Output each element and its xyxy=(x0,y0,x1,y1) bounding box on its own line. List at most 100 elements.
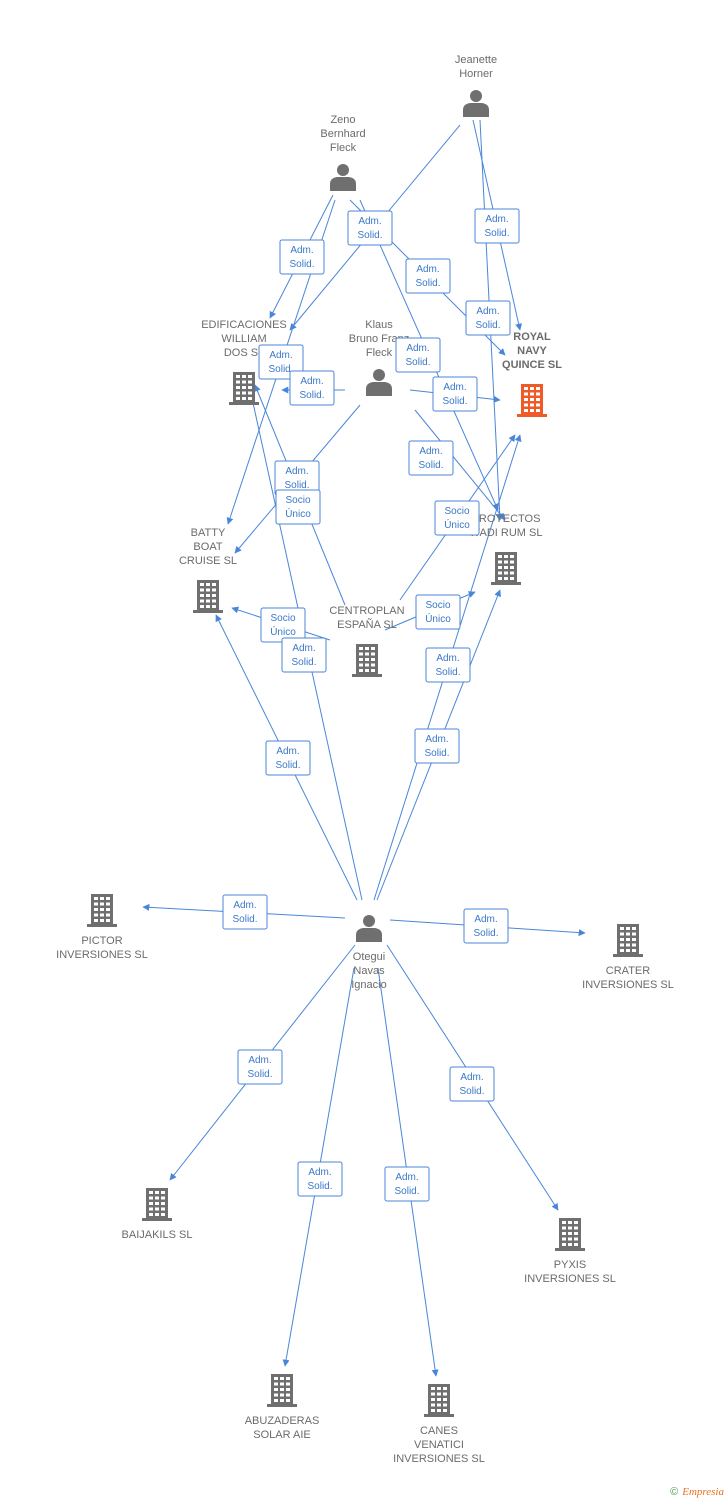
relation-label-box xyxy=(408,440,454,476)
relation-label-text: Solid. xyxy=(247,1069,272,1080)
node-label-line: EDIFICACIONES xyxy=(201,319,287,331)
relation-label[interactable]: Adm.Solid. xyxy=(449,1066,495,1102)
node-baijakils[interactable]: BAIJAKILS SL xyxy=(122,1188,193,1241)
building-icon xyxy=(555,1218,585,1251)
node-label-line: WILLIAM xyxy=(221,333,266,345)
relation-label-text: Adm. xyxy=(485,214,508,225)
node-label-line: Otegui xyxy=(353,951,385,963)
relation-label-text: Adm. xyxy=(416,264,439,275)
relation-label[interactable]: Adm.Solid. xyxy=(432,376,478,412)
relation-label-text: Único xyxy=(285,507,311,520)
building-icon xyxy=(352,644,382,677)
relation-label-box xyxy=(289,370,335,406)
person-icon xyxy=(463,90,489,117)
node-label-line: VENATICI xyxy=(414,1439,464,1451)
relation-label-box xyxy=(237,1049,283,1085)
relation-label-text: Solid. xyxy=(418,460,443,471)
relation-label-text: Solid. xyxy=(307,1181,332,1192)
node-pyxis[interactable]: PYXIS INVERSIONES SL xyxy=(524,1218,616,1285)
relation-label-text: Adm. xyxy=(292,643,315,654)
relation-label[interactable]: Adm.Solid. xyxy=(465,300,511,336)
relation-label-box xyxy=(405,258,451,294)
relation-label[interactable]: Adm.Solid. xyxy=(289,370,335,406)
relation-label-text: Adm. xyxy=(443,382,466,393)
node-label-line: Navas xyxy=(353,965,385,977)
relation-label[interactable]: Adm. Solid. xyxy=(395,337,441,373)
relation-label-text: Solid. xyxy=(299,390,324,401)
relation-label-text: Solid. xyxy=(268,364,293,375)
relation-label-box xyxy=(265,740,311,776)
node-label-line: Fleck xyxy=(366,347,393,359)
brand-logo-text: Empresia xyxy=(682,1486,724,1498)
node-label-line: PROYECTOS xyxy=(472,513,541,525)
relation-label-box xyxy=(347,210,393,246)
relation-label-text: Solid. xyxy=(415,278,440,289)
relation-label[interactable]: Adm.Solid. xyxy=(274,460,320,496)
relation-label-box xyxy=(474,208,520,244)
node-label-line: ROYAL xyxy=(513,331,551,343)
relation-label[interactable]: Adm.Solid. xyxy=(384,1166,430,1202)
person-icon xyxy=(366,369,392,396)
relation-label-text: Adm. xyxy=(358,216,381,227)
relation-label-text: Adm. xyxy=(233,900,256,911)
relation-label-text: Adm. xyxy=(419,446,442,457)
relation-label[interactable]: Adm.Solid. xyxy=(347,210,393,246)
relation-label[interactable]: Adm.Solid. xyxy=(463,908,509,944)
relation-label-box xyxy=(415,594,461,630)
node-label-line: Ignacio xyxy=(351,979,386,991)
building-icon xyxy=(229,372,259,405)
node-label-line: CRATER xyxy=(606,965,650,977)
relation-label-box xyxy=(395,337,441,373)
relation-label[interactable]: Adm.Solid. xyxy=(237,1049,283,1085)
relation-label-text: Adm. xyxy=(436,653,459,664)
relation-label[interactable]: Adm.Solid. xyxy=(265,740,311,776)
relation-label-text: Solid. xyxy=(289,259,314,270)
node-label-line: INVERSIONES SL xyxy=(524,1273,616,1285)
relation-label-text: Adm. xyxy=(395,1172,418,1183)
relation-label-text: Único xyxy=(270,625,296,638)
relation-label[interactable]: Adm. Solid. xyxy=(297,1161,343,1197)
relation-label-box xyxy=(434,500,480,536)
relation-label-text: Socio xyxy=(425,600,450,611)
node-label-line: PYXIS xyxy=(554,1259,586,1271)
relation-label[interactable]: Adm.Solid. xyxy=(281,637,327,673)
relation-label-text: Solid. xyxy=(405,357,430,368)
relation-label-text: Adm. xyxy=(425,734,448,745)
nodes-layer: JeanetteHornerZenoBernhardFleckKlausBrun… xyxy=(56,54,674,1465)
relation-label-text: Solid. xyxy=(435,667,460,678)
relation-label[interactable]: Adm.Solid. xyxy=(279,239,325,275)
footer-brand[interactable]: ©Empresia xyxy=(670,1486,724,1498)
relation-label[interactable]: Adm.Solid. xyxy=(474,208,520,244)
relation-label-box xyxy=(449,1066,495,1102)
relation-label[interactable]: Adm. Solid. xyxy=(414,728,460,764)
relation-label-text: Adm. xyxy=(406,343,429,354)
relation-label[interactable]: Adm. Solid. xyxy=(425,647,471,683)
node-label-line: ABUZADERAS xyxy=(245,1415,320,1427)
building-icon xyxy=(491,552,521,585)
relation-label[interactable]: Adm. Solid. xyxy=(405,258,451,294)
node-label-line: ESPAÑA SL xyxy=(337,618,397,631)
node-label-line: INVERSIONES SL xyxy=(56,949,148,961)
relation-label-text: Adm. xyxy=(308,1167,331,1178)
relation-label[interactable]: Adm. Solid. xyxy=(408,440,454,476)
relation-label-text: Solid. xyxy=(424,748,449,759)
relation-label[interactable]: Adm.Solid. xyxy=(222,894,268,930)
relation-label-text: Adm. xyxy=(476,306,499,317)
